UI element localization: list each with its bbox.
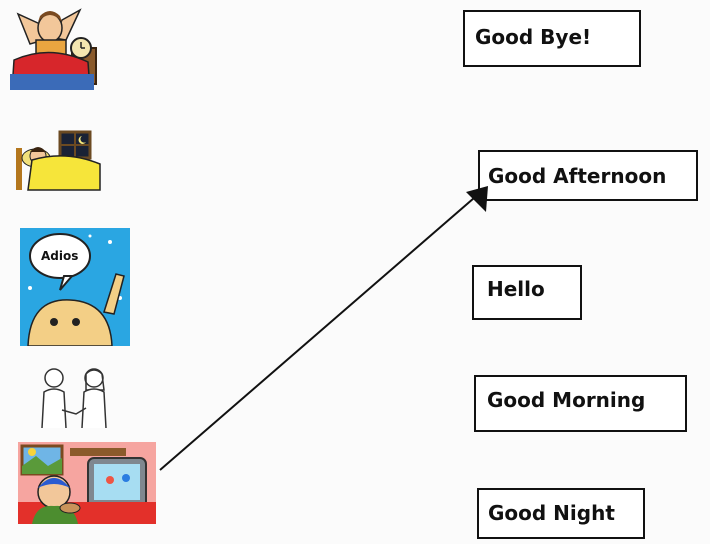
answer-good-bye[interactable]: Good Bye! xyxy=(463,10,641,67)
answer-label: Hello xyxy=(487,277,545,301)
answer-good-morning[interactable]: Good Morning xyxy=(474,375,687,432)
picture-waving-goodbye[interactable]: Adios xyxy=(20,228,130,346)
answer-label: Good Afternoon xyxy=(488,164,667,188)
arrow-line xyxy=(159,197,475,471)
answer-label: Good Morning xyxy=(487,388,646,412)
picture-sleeping[interactable] xyxy=(14,130,102,192)
picture-handshake[interactable] xyxy=(32,366,118,428)
picture-waking-up[interactable] xyxy=(10,4,100,90)
answer-good-night[interactable]: Good Night xyxy=(477,488,645,539)
answer-hello[interactable]: Hello xyxy=(472,265,582,320)
picture-watching-tv[interactable] xyxy=(18,442,156,524)
answer-good-afternoon[interactable]: Good Afternoon xyxy=(478,150,698,201)
speech-bubble-text: Adios xyxy=(41,249,79,263)
answer-label: Good Bye! xyxy=(475,25,592,49)
arrow-head xyxy=(466,186,488,212)
answer-label: Good Night xyxy=(488,501,615,525)
